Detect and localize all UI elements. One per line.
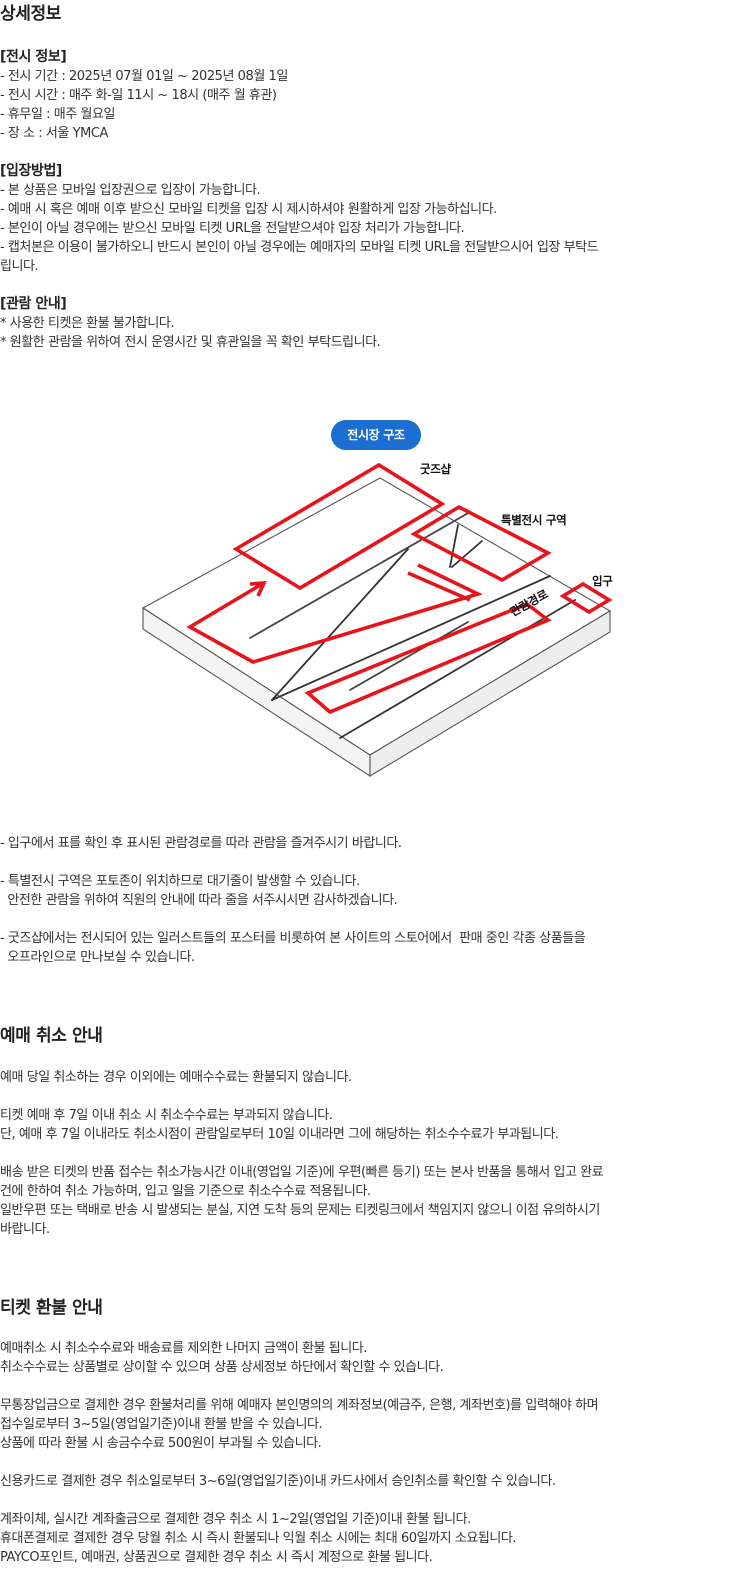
exhibit-holiday: - 휴무일 : 매주 월요일	[0, 107, 115, 122]
refund-line: 예매취소 시 취소수수료와 배송료를 제외한 나머지 금액이 환불 됩니다.	[0, 1341, 367, 1356]
refund-line: 휴대폰결제로 결제한 경우 당월 취소 시 즉시 환불되나 익월 취소 시에는 …	[0, 1531, 517, 1546]
label-goods-shop: 굿즈샵	[420, 462, 451, 476]
cancel-line: 예매 당일 취소하는 경우 이외에는 예매수수료는 환불되지 않습니다.	[0, 1070, 352, 1085]
refund-line: 무통장입금으로 결제한 경우 환불처리를 위해 예매자 본인명의의 계좌정보(예…	[0, 1398, 599, 1413]
special-zone	[410, 504, 552, 583]
entry-line: - 캡처본은 이용이 불가하오니 반드시 본인이 아닐 경우에는 예매자의 모바…	[0, 240, 599, 255]
entry-line: - 본 상품은 모바일 입장권으로 입장이 가능합니다.	[0, 183, 261, 198]
venue-map-diagram	[141, 462, 613, 778]
cancel-line: 일반우편 또는 택배로 반송 시 발생되는 분실, 지연 도착 등의 문제는 티…	[0, 1203, 600, 1218]
venue-map-badge: 전시장 구조	[331, 420, 421, 450]
viewing-route	[186, 462, 613, 715]
viewing-line: * 원활한 관람을 위하여 전시 운영시간 및 휴관일을 꼭 확인 부탁드립니다…	[0, 335, 381, 350]
venue-floor	[141, 477, 612, 778]
exhibit-info-heading: [전시 정보]	[0, 49, 67, 65]
route-lower	[407, 571, 471, 602]
cancel-line: 바랍니다.	[0, 1222, 50, 1237]
exhibit-venue: - 장 소 : 서울 YMCA	[0, 126, 108, 141]
exhibit-period: - 전시 기간 : 2025년 07월 01일 ~ 2025년 08월 1일	[0, 69, 288, 84]
refund-line: 취소수수료는 상품별로 상이할 수 있으며 상품 상세정보 하단에서 확인할 수…	[0, 1360, 444, 1375]
cancel-line: 배송 받은 티켓의 반품 접수는 취소가능시간 이내(영업일 기준)에 우편(빠…	[0, 1165, 604, 1180]
entry-line: - 예매 시 혹은 예매 이후 받으신 모바일 티켓을 입장 시 제시하셔야 원…	[0, 202, 497, 217]
viewing-line: * 사용한 티켓은 환불 불가합니다.	[0, 316, 175, 331]
entry-line: - 본인이 아닐 경우에는 받으신 모바일 티켓 URL을 전달받으셔야 입장 …	[0, 221, 465, 236]
refund-line: PAYCO포인트, 예매권, 상품권으로 결제한 경우 취소 시 즉시 계정으로…	[0, 1550, 433, 1565]
entry-heading: [입장방법]	[0, 163, 62, 179]
refund-line: 상품에 따라 환불 시 송금수수료 500원이 부과될 수 있습니다.	[0, 1436, 322, 1451]
note-line: - 굿즈샵에서는 전시되어 있는 일러스트들의 포스터를 비롯하여 본 사이트의…	[0, 931, 586, 946]
refund-line: 계좌이체, 실시간 계좌출금으로 결제한 경우 취소 시 1~2일(영업일 기준…	[0, 1512, 471, 1527]
entrance-zone	[559, 581, 613, 615]
note-line: 안전한 관람을 위하여 직원의 안내에 따라 줄을 서주시시면 감사하겠습니다.	[0, 893, 398, 908]
note-line: 오프라인으로 만나보실 수 있습니다.	[0, 950, 195, 965]
label-entrance: 입구	[592, 574, 613, 588]
refund-title: 티켓 환불 안내	[0, 1298, 103, 1318]
note-line: - 입구에서 표를 확인 후 표시된 관람경로를 따라 관람을 즐겨주시기 바랍…	[0, 836, 402, 851]
refund-line: 신용카드로 결제한 경우 취소일로부터 3~6일(영업일기준)이내 카드사에서 …	[0, 1474, 556, 1489]
route-upper	[186, 563, 483, 664]
cancel-title: 예매 취소 안내	[0, 1026, 103, 1046]
note-line: - 특별전시 구역은 포토존이 위치하므로 대기줄이 발생할 수 있습니다.	[0, 874, 360, 889]
entry-line: 립니다.	[0, 259, 39, 274]
venue-walls	[249, 511, 576, 739]
goods-shop-zone	[232, 462, 446, 591]
cancel-line: 건에 한하여 취소 가능하며, 입고 일을 기준으로 취소수수료 적용됩니다.	[0, 1184, 371, 1199]
viewing-heading: [관람 안내]	[0, 296, 67, 312]
detail-title: 상세정보	[0, 4, 61, 24]
label-special-zone: 특별전시 구역	[501, 513, 567, 527]
refund-line: 접수일로부터 3~5일(영업일기준)이내 환불 받을 수 있습니다.	[0, 1417, 323, 1432]
cancel-line: 티켓 예매 후 7일 이내 취소 시 취소수수료는 부과되지 않습니다.	[0, 1108, 333, 1123]
route-arrow-icon	[249, 580, 267, 597]
cancel-line: 단, 예매 후 7일 이내라도 취소시점이 관람일로부터 10일 이내라면 그에…	[0, 1127, 559, 1142]
exhibit-hours: - 전시 시간 : 매주 화-일 11시 ~ 18시 (매주 월 휴관)	[0, 88, 277, 103]
route-lower-loop	[304, 601, 552, 715]
